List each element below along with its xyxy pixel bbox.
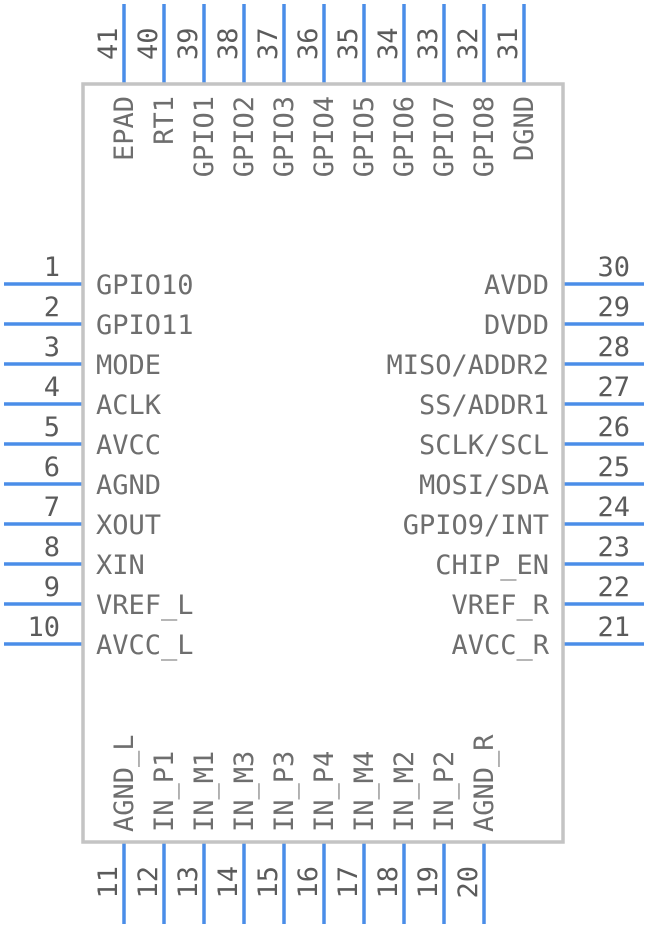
ic-body bbox=[81, 82, 565, 844]
pin-18-label: IN_M2 bbox=[389, 751, 420, 832]
pin-32-label: GPIO8 bbox=[469, 96, 500, 177]
pin-10-number: 10 bbox=[27, 612, 60, 643]
pin-33-label: GPIO7 bbox=[429, 96, 460, 177]
pin-2-number: 2 bbox=[44, 292, 60, 323]
pin-32-number: 32 bbox=[453, 27, 484, 60]
pin-3-number: 3 bbox=[44, 332, 60, 363]
pin-26-number: 26 bbox=[597, 412, 630, 443]
pin-39-number: 39 bbox=[173, 27, 204, 60]
pin-19-label: IN_P2 bbox=[429, 751, 460, 832]
pin-18-number: 18 bbox=[373, 866, 404, 899]
pin-16-label: IN_P4 bbox=[309, 751, 340, 832]
pin-2-label: GPIO11 bbox=[96, 310, 194, 341]
pin-36-label: GPIO4 bbox=[309, 96, 340, 177]
pin-36-number: 36 bbox=[293, 27, 324, 60]
pin-3-label: MODE bbox=[96, 350, 161, 381]
pin-12-label: IN_P1 bbox=[149, 751, 180, 832]
pin-34-number: 34 bbox=[373, 27, 404, 60]
pin-40-number: 40 bbox=[133, 27, 164, 60]
right-pin-group: 30 29 28 27 26 25 24 23 22 21 bbox=[563, 252, 644, 646]
pin-25-number: 25 bbox=[597, 452, 630, 483]
pin-20-number: 20 bbox=[453, 866, 484, 899]
pin-23-label: CHIP_EN bbox=[435, 550, 549, 581]
pin-37-number: 37 bbox=[253, 27, 284, 60]
pin-28-number: 28 bbox=[597, 332, 630, 363]
pin-40-label: RT1 bbox=[149, 96, 180, 145]
pin-24-number: 24 bbox=[597, 492, 630, 523]
pin-27-label: SS/ADDR1 bbox=[419, 390, 549, 421]
pin-24-label: GPIO9/INT bbox=[403, 510, 549, 541]
pin-19-number: 19 bbox=[413, 866, 444, 899]
pin-8-label: XIN bbox=[96, 550, 145, 581]
pin-22-number: 22 bbox=[597, 572, 630, 603]
pin-30-number: 30 bbox=[597, 252, 630, 283]
pin-31-number: 31 bbox=[493, 27, 524, 60]
pin-4-label: ACLK bbox=[96, 390, 162, 421]
pin-14-number: 14 bbox=[213, 866, 244, 899]
pin-35-label: GPIO5 bbox=[349, 96, 380, 177]
pin-16-number: 16 bbox=[293, 866, 324, 899]
pin-17-number: 17 bbox=[333, 866, 364, 899]
pin-5-label: AVCC bbox=[96, 430, 161, 461]
pin-13-label: IN_M1 bbox=[189, 751, 220, 832]
pin-37-label: GPIO3 bbox=[269, 96, 300, 177]
pin-22-label: VREF_R bbox=[451, 590, 549, 621]
pin-15-number: 15 bbox=[253, 866, 284, 899]
bottom-pin-group: 11 12 13 14 15 16 17 18 19 20 bbox=[93, 842, 486, 924]
pin-8-number: 8 bbox=[44, 532, 60, 563]
pin-21-number: 21 bbox=[597, 612, 630, 643]
pin-7-label: XOUT bbox=[96, 510, 161, 541]
pin-23-number: 23 bbox=[597, 532, 630, 563]
pin-6-number: 6 bbox=[44, 452, 60, 483]
pin-38-label: GPIO2 bbox=[229, 96, 260, 177]
pin-11-number: 11 bbox=[93, 866, 124, 899]
pin-12-number: 12 bbox=[133, 866, 164, 899]
pin-15-label: IN_P3 bbox=[269, 751, 300, 832]
pin-20-label: AGND_R bbox=[469, 734, 500, 832]
pin-25-label: MOSI/SDA bbox=[419, 470, 549, 501]
pin-11-label: AGND_L bbox=[109, 734, 140, 832]
pin-4-number: 4 bbox=[44, 372, 60, 403]
pin-9-number: 9 bbox=[44, 572, 60, 603]
pin-41-label: EPAD bbox=[109, 96, 140, 161]
pin-21-label: AVCC_R bbox=[451, 630, 549, 661]
pin-26-label: SCLK/SCL bbox=[419, 430, 549, 461]
pin-6-label: AGND bbox=[96, 470, 161, 501]
pin-27-number: 27 bbox=[597, 372, 630, 403]
pin-33-number: 33 bbox=[413, 27, 444, 60]
pin-1-number: 1 bbox=[44, 252, 60, 283]
pin-39-label: GPIO1 bbox=[189, 96, 220, 177]
pin-41-number: 41 bbox=[93, 27, 124, 60]
left-pin-group: 1 2 3 4 5 6 7 8 9 10 bbox=[4, 252, 83, 646]
pin-7-number: 7 bbox=[44, 492, 60, 523]
pin-13-number: 13 bbox=[173, 866, 204, 899]
pin-34-label: GPIO6 bbox=[389, 96, 420, 177]
pin-29-label: DVDD bbox=[484, 310, 549, 341]
top-pin-group: 41 40 39 38 37 36 35 34 33 32 31 bbox=[93, 4, 526, 84]
pin-38-number: 38 bbox=[213, 27, 244, 60]
pin-5-number: 5 bbox=[44, 412, 60, 443]
pin-30-label: AVDD bbox=[484, 270, 549, 301]
pin-28-label: MISO/ADDR2 bbox=[386, 350, 549, 381]
pin-14-label: IN_M3 bbox=[229, 751, 260, 832]
pin-35-number: 35 bbox=[333, 27, 364, 60]
pin-17-label: IN_M4 bbox=[349, 751, 380, 832]
pin-31-label: DGND bbox=[509, 96, 540, 161]
pin-10-label: AVCC_L bbox=[96, 630, 194, 661]
pin-29-number: 29 bbox=[597, 292, 630, 323]
pin-9-label: VREF_L bbox=[96, 590, 194, 621]
pin-1-label: GPIO10 bbox=[96, 270, 194, 301]
